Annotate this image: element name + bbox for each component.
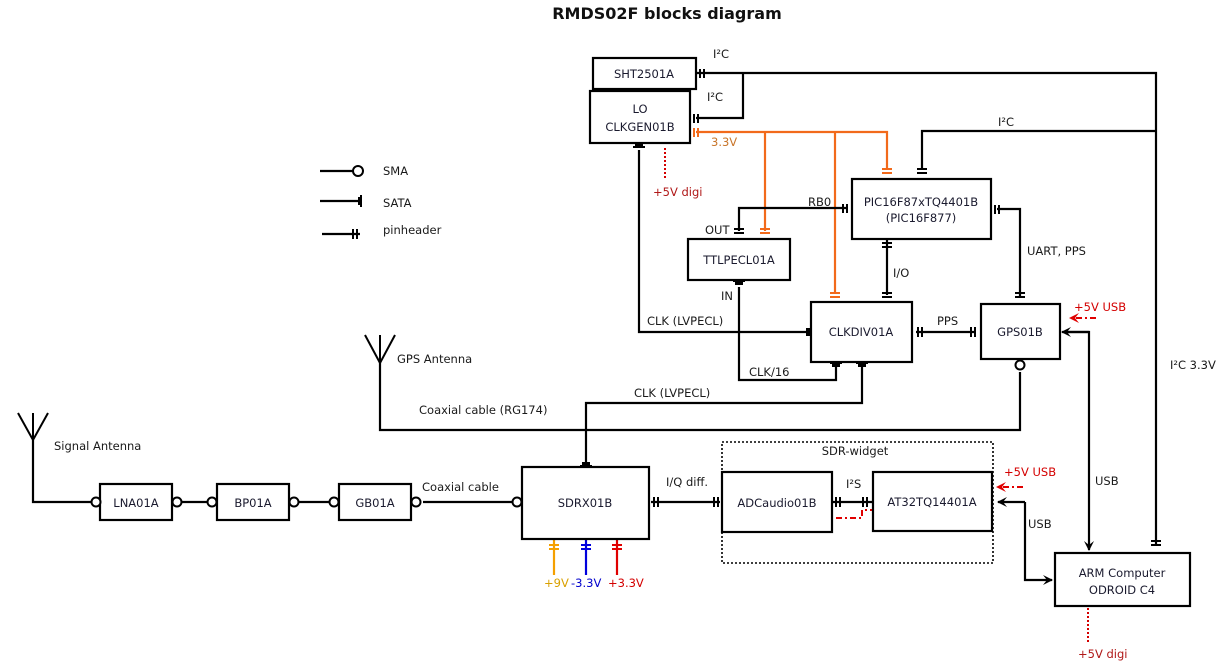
signal-antenna-wire xyxy=(31,440,95,504)
power-5v-adc-wire xyxy=(836,509,872,519)
legend-sata-symbol xyxy=(320,195,362,207)
block-sht2501a xyxy=(591,56,698,91)
block-lo-clkgen xyxy=(588,89,692,145)
power-5v-digi-lo-label: +5V digi xyxy=(653,185,702,199)
block-arm-computer xyxy=(1053,551,1192,608)
block-ttlpecl01a xyxy=(686,237,792,282)
block-pic-sub-label: (PIC16F877) xyxy=(886,211,957,225)
usb-at32-label: USB xyxy=(1028,517,1052,531)
block-odroid-label: ODROID C4 xyxy=(1089,583,1155,597)
block-adcaudio01b xyxy=(720,470,834,534)
clk-lvpecl-label-2: CLK (LVPECL) xyxy=(634,386,710,400)
block-gps01b xyxy=(979,302,1062,361)
block-sht2501a-label: SHT2501A xyxy=(614,67,674,81)
block-clkgen-label: CLKGEN01B xyxy=(605,120,674,134)
pps-label: PPS xyxy=(937,314,958,328)
clk16-label: CLK/16 xyxy=(749,365,790,379)
out-label: OUT xyxy=(705,223,730,237)
block-gb-label: GB01A xyxy=(355,496,394,510)
block-at32-label: AT32TQ14401A xyxy=(887,495,976,509)
lo-i2c-wire xyxy=(696,73,745,120)
gps-antenna-icon xyxy=(364,334,396,366)
i2c-label-top: I²C xyxy=(713,47,729,61)
block-at32tq14401a xyxy=(871,470,994,533)
power-pos33v-label: +3.3V xyxy=(608,576,644,590)
legend: SMA SATA pinheader xyxy=(320,164,442,239)
block-ttlpecl-label: TTLPECL01A xyxy=(702,253,775,267)
legend-pinheader-symbol xyxy=(322,229,360,239)
clk-lvpecl-wire-1 xyxy=(637,150,806,334)
io-label: I/O xyxy=(893,266,909,280)
sdr-widget-label: SDR-widget xyxy=(822,444,889,458)
power-5v-usb-gps-label: +5V USB xyxy=(1074,300,1126,314)
sata-connectors xyxy=(580,143,868,467)
i2c-label-lo: I²C xyxy=(707,90,723,104)
block-arm-label: ARM Computer xyxy=(1079,566,1166,580)
block-adcaudio-label: ADCaudio01B xyxy=(737,496,816,510)
power-5v-usb-at32-label: +5V USB xyxy=(1004,465,1056,479)
i2c-33v-label: I²C 3.3V xyxy=(1170,358,1216,372)
i2s-label: I²S xyxy=(846,477,861,491)
pinheader-connectors xyxy=(653,69,1161,546)
block-clkdiv-label: CLKDIV01A xyxy=(829,325,894,339)
clk-lvpecl-wire-2 xyxy=(584,366,864,462)
sdrx-power-pinheaders xyxy=(549,544,622,550)
coax-rg174-label: Coaxial cable (RG174) xyxy=(419,403,547,417)
legend-sata-label: SATA xyxy=(383,196,412,210)
rb0-label: RB0 xyxy=(808,195,831,209)
legend-pinheader-label: pinheader xyxy=(383,223,442,237)
diagram-title: RMDS02F blocks diagram xyxy=(552,4,782,23)
uart-pps-label: UART, PPS xyxy=(1027,244,1086,258)
i2c-label-pic: I²C xyxy=(998,115,1014,129)
iq-diff-label: I/Q diff. xyxy=(666,475,708,489)
sma-connectors xyxy=(90,359,1026,508)
signal-antenna-icon xyxy=(17,412,49,443)
block-lo-label: LO xyxy=(632,102,647,116)
signal-antenna-label: Signal Antenna xyxy=(54,439,141,453)
block-lna-label: LNA01A xyxy=(113,496,159,510)
gps-antenna-label: GPS Antenna xyxy=(397,352,472,366)
usb-gps-label: USB xyxy=(1095,474,1119,488)
block-gps-label: GPS01B xyxy=(997,325,1043,339)
power-pinheader-connectors xyxy=(693,128,892,298)
legend-sma-label: SMA xyxy=(383,164,408,178)
usb-at32-wire xyxy=(1023,502,1053,585)
block-pic16f87x xyxy=(850,177,993,241)
rb0-wire xyxy=(737,206,848,231)
coax-label: Coaxial cable xyxy=(422,480,499,494)
block-bp-label: BP01A xyxy=(234,496,271,510)
power-33v-bus xyxy=(696,130,889,170)
block-sdrx01b xyxy=(520,465,651,541)
power-5v-digi-arm-label: +5V digi xyxy=(1078,647,1127,661)
legend-sma-symbol xyxy=(320,165,364,177)
block-sdrx-label: SDRX01B xyxy=(558,496,613,510)
in-label: IN xyxy=(721,289,733,303)
power-neg33v-label: -3.3V xyxy=(571,576,601,590)
power-9v-label: +9V xyxy=(544,576,569,590)
pic-i2c-wire xyxy=(920,129,1156,168)
i2c-bus-wire xyxy=(696,71,1158,545)
gps-coax-wire xyxy=(378,360,1022,432)
clk-lvpecl-label-1: CLK (LVPECL) xyxy=(647,314,723,328)
uart-pps-wire xyxy=(997,207,1022,296)
block-pic-label: PIC16F87xTQ4401B xyxy=(864,195,978,209)
usb-gps-wire xyxy=(1068,330,1094,551)
clk16-wire xyxy=(737,287,838,382)
power-33v-label: 3.3V xyxy=(711,135,737,149)
